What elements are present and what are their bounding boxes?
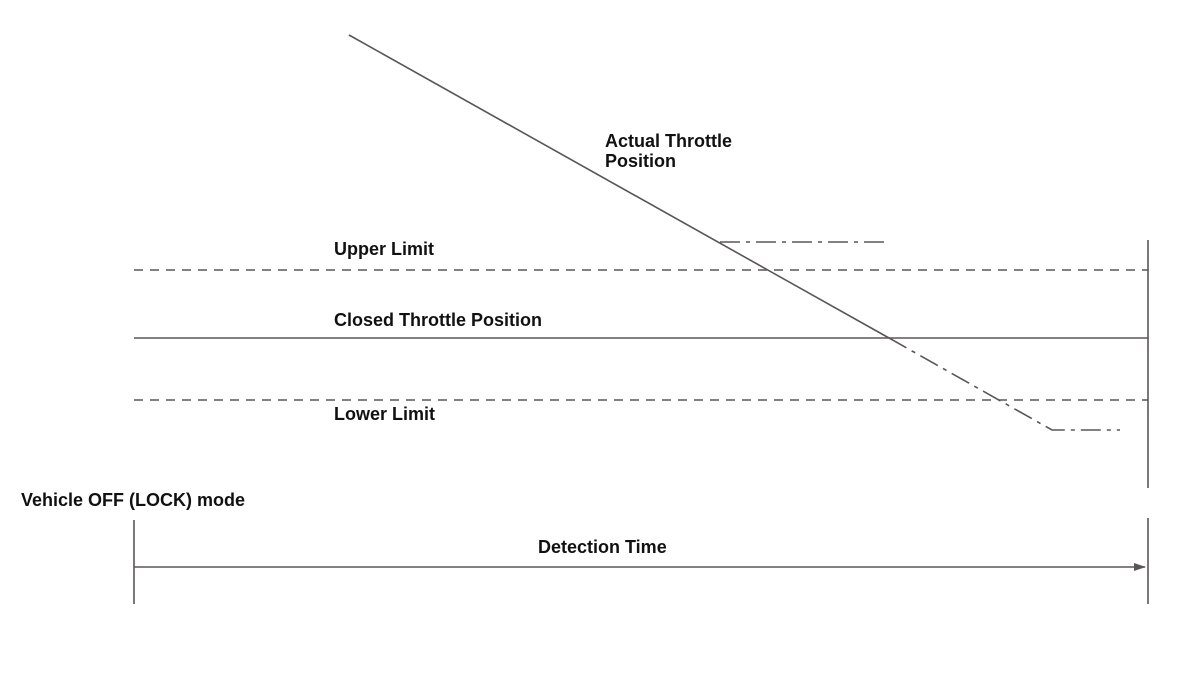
closed-throttle-label: Closed Throttle Position <box>334 310 542 330</box>
detection-time-label: Detection Time <box>538 537 667 557</box>
upper-limit-label: Upper Limit <box>334 239 434 259</box>
vehicle-mode-label: Vehicle OFF (LOCK) mode <box>21 490 245 510</box>
actual-throttle-label-line2: Position <box>605 151 676 171</box>
actual-throttle-label-line1: Actual Throttle <box>605 131 732 151</box>
lower-limit-label: Lower Limit <box>334 404 435 424</box>
actual-throttle-projection-line <box>888 337 1120 431</box>
actual-throttle-line <box>348 34 890 339</box>
